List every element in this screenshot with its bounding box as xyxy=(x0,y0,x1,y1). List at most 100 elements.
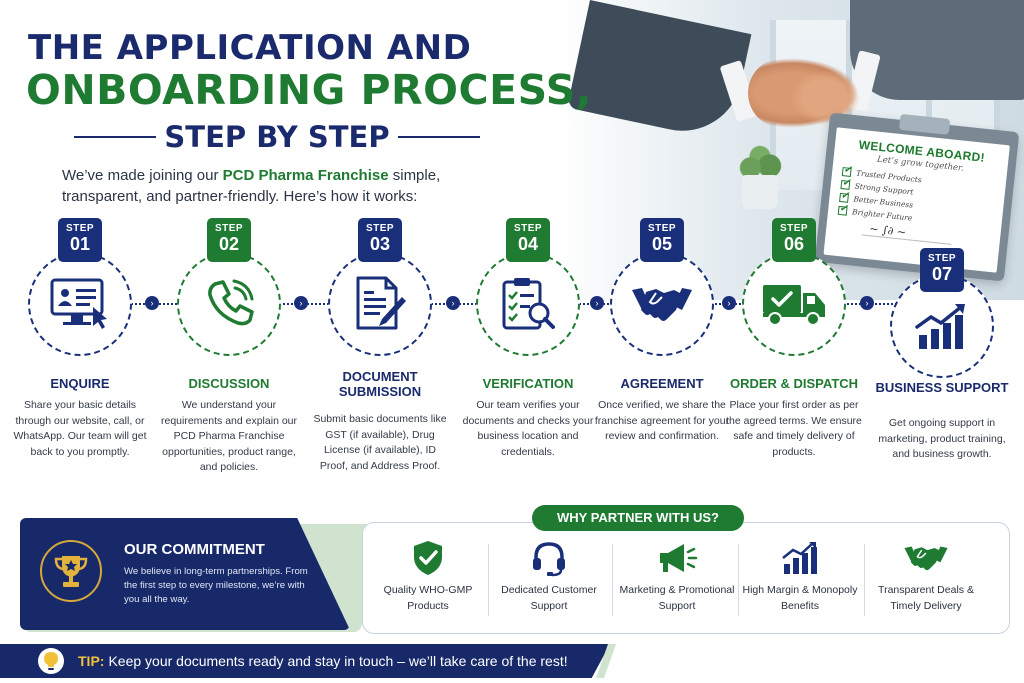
shield-check-icon xyxy=(414,541,442,575)
why-item-quality: Quality WHO-GMP Products xyxy=(368,536,488,614)
why-item-label: Transparent Deals & Timely Delivery xyxy=(878,584,974,612)
step-label: STEP xyxy=(214,223,244,234)
why-item-label: Quality WHO-GMP Products xyxy=(383,584,473,612)
bar-growth-icon xyxy=(782,542,817,574)
checklist-item-label: Better Business xyxy=(852,194,914,210)
step-label: STEP xyxy=(513,223,543,234)
checkbox-icon xyxy=(839,192,849,203)
plant-pot xyxy=(742,175,778,209)
step-title: BUSINESS SUPPORT xyxy=(875,380,1009,395)
computer-user-icon xyxy=(50,278,107,329)
step-title: ENQUIRE xyxy=(50,376,110,391)
step-title: ORDER & DISPATCH xyxy=(729,376,859,391)
checkbox-icon xyxy=(841,167,852,177)
step-description: Get ongoing support in marketing, produc… xyxy=(878,417,1006,460)
step-number: 01 xyxy=(69,234,91,254)
intro-highlight: PCD Pharma Franchise xyxy=(222,167,389,184)
commitment-title: OUR COMMITMENT xyxy=(124,541,265,558)
why-item-label: High Margin & Monopoly Benefits xyxy=(742,584,858,612)
clipboard-checklist: Trusted Products Strong Support Better B… xyxy=(837,167,996,231)
growth-chart-icon xyxy=(915,304,965,349)
chevron-right-icon: › xyxy=(722,296,736,310)
step-title: VERIFICATION xyxy=(482,376,574,391)
clipboard-search-icon xyxy=(502,278,555,330)
divider xyxy=(488,544,489,616)
chevron-right-icon: › xyxy=(294,296,308,310)
headset-icon xyxy=(533,542,565,577)
divider xyxy=(738,544,739,616)
step-icon-circle xyxy=(742,252,846,356)
clipboard-paper: WELCOME ABOARD! Let’s grow together. Tru… xyxy=(823,127,1010,273)
suit-sleeve-right xyxy=(850,0,1024,100)
commitment-text: We believe in long-term partnerships. Fr… xyxy=(124,566,308,605)
step-title: DISCUSSION xyxy=(188,376,270,391)
why-item-margin: High Margin & Monopoly Benefits xyxy=(740,536,860,614)
step-description: Our team verifies your documents and che… xyxy=(462,399,594,458)
page-subtitle-text: STEP BY STEP xyxy=(164,120,390,154)
why-partner-panel xyxy=(362,522,1010,634)
divider xyxy=(612,544,613,616)
megaphone-icon xyxy=(660,544,698,572)
tip-message: Keep your documents ready and stay in to… xyxy=(108,653,568,669)
why-item-marketing: Marketing & Promotional Support xyxy=(617,536,737,614)
tip-text: TIP:Keep your documents ready and stay i… xyxy=(78,653,568,669)
divider xyxy=(397,136,480,138)
tip-bar xyxy=(0,644,610,678)
why-item-support: Dedicated Customer Support xyxy=(489,536,609,614)
trophy-icon xyxy=(54,556,88,587)
step-label: STEP xyxy=(647,223,677,234)
step-title: DOCUMENT SUBMISSION xyxy=(338,369,422,399)
step-number: 02 xyxy=(218,234,240,254)
step-icon-circle xyxy=(610,252,714,356)
step-label: STEP xyxy=(927,253,957,264)
why-item-label: Marketing & Promotional Support xyxy=(619,584,735,612)
chevron-right-icon: › xyxy=(446,296,460,310)
intro-text: We’ve made joining our xyxy=(62,167,223,184)
why-partner-heading: WHY PARTNER WITH US? xyxy=(532,505,744,531)
handshake-icon xyxy=(904,546,948,571)
step-label: STEP xyxy=(365,223,395,234)
checklist-item-label: Brighter Future xyxy=(851,207,913,223)
page-title-line-2: ONBOARDING PROCESS, xyxy=(26,66,592,114)
handshake-icon xyxy=(632,288,692,321)
why-item-transparent: Transparent Deals & Timely Delivery xyxy=(866,536,986,614)
delivery-truck-icon xyxy=(763,285,825,326)
step-icon-circle xyxy=(476,252,580,356)
document-pen-icon xyxy=(356,276,406,330)
step-label: STEP xyxy=(779,223,809,234)
checkbox-icon xyxy=(837,205,848,216)
page-title-line-1: THE APPLICATION AND xyxy=(28,28,472,68)
step-number: 06 xyxy=(783,234,805,254)
welcome-clipboard: WELCOME ABOARD! Let’s grow together. Tru… xyxy=(814,112,1020,282)
phone-icon xyxy=(208,279,254,326)
step-title: AGREEMENT xyxy=(620,376,704,391)
chevron-right-icon: › xyxy=(145,296,159,310)
divider xyxy=(74,136,157,138)
step-description: Share your basic details through our web… xyxy=(13,399,147,458)
step-description: Submit basic documents like GST (if avai… xyxy=(313,413,447,472)
step-number: 07 xyxy=(931,264,953,284)
step-description: Once verified, we share the franchise ag… xyxy=(594,399,730,442)
step-description: Place your first order as per the agreed… xyxy=(726,399,862,458)
step-label: STEP xyxy=(65,223,95,234)
step-icon-circle xyxy=(28,252,132,356)
checklist-item-label: Strong Support xyxy=(854,181,914,197)
divider xyxy=(864,544,865,616)
chevron-right-icon: › xyxy=(590,296,604,310)
trophy-badge xyxy=(40,540,102,602)
checkbox-icon xyxy=(840,180,851,190)
step-icon-circle xyxy=(177,252,281,356)
step-description: We understand your requirements and expl… xyxy=(161,399,297,473)
page-subtitle: STEP BY STEP xyxy=(74,120,480,154)
step-number: 05 xyxy=(651,234,673,254)
chevron-right-icon: › xyxy=(860,296,874,310)
why-item-label: Dedicated Customer Support xyxy=(501,584,597,612)
tip-label: TIP: xyxy=(78,653,105,669)
step-number: 03 xyxy=(369,234,391,254)
lightbulb-icon xyxy=(38,648,64,674)
